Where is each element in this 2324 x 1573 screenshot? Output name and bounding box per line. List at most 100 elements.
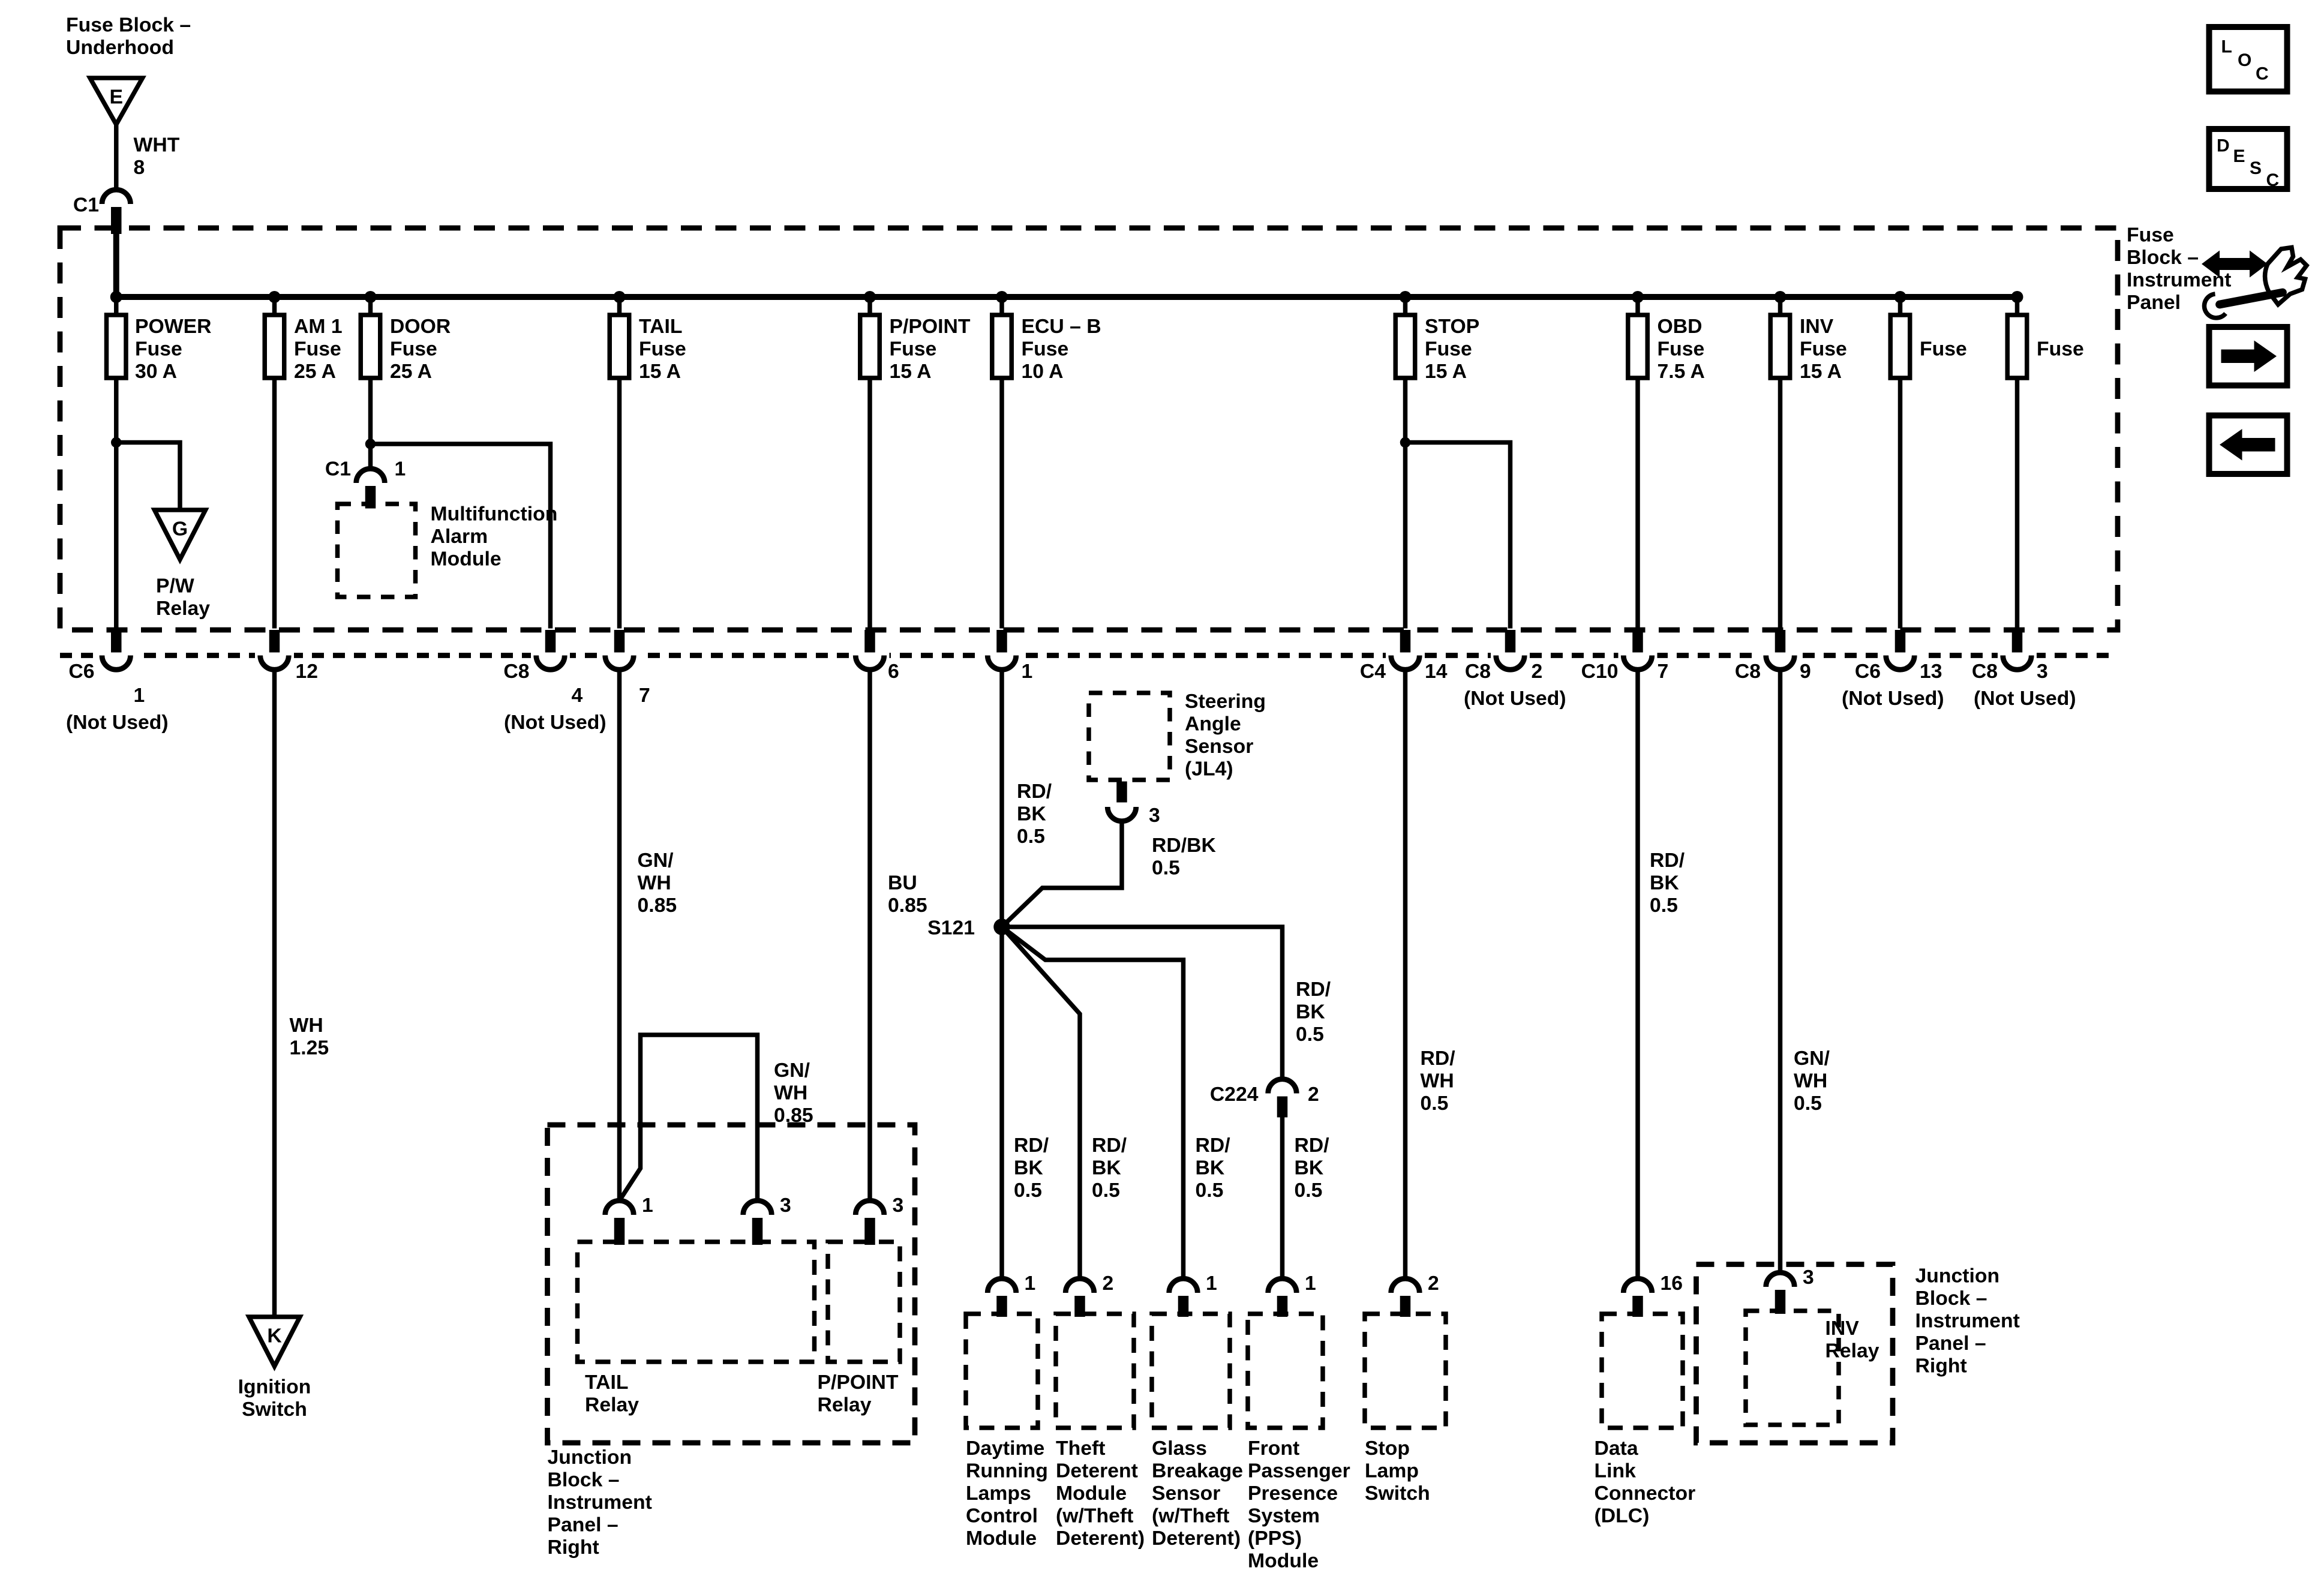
conn-c8-2-name: C8	[1465, 660, 1491, 683]
conn-c4-14-pin: 14	[1425, 660, 1448, 683]
grid-ref-e: E	[109, 86, 123, 109]
conn-c8-9-name: C8	[1735, 660, 1761, 683]
inv-pin: 3	[1803, 1266, 1814, 1289]
desc-letter-c: C	[2266, 170, 2280, 190]
drl-box	[963, 1311, 1040, 1430]
dlc-pin: 16	[1661, 1272, 1683, 1295]
desc-letter-s: S	[2250, 158, 2262, 178]
next-arrow-button[interactable]	[2206, 323, 2290, 389]
pps-box	[1245, 1311, 1325, 1430]
fuse-spare-1	[1888, 313, 1912, 380]
stop-lamp-box	[1362, 1311, 1448, 1430]
loc-letter-c: C	[2256, 64, 2269, 84]
grid-ref-g: G	[172, 517, 188, 540]
conn-c6-1-name: C6	[68, 660, 94, 683]
module-cups	[984, 1275, 1422, 1293]
splice-s121: S121	[927, 916, 1010, 939]
wire-glass-branch	[1000, 925, 1186, 1280]
conn-12-pin: 12	[296, 660, 319, 683]
conn-c10-7-name: C10	[1581, 660, 1619, 683]
s121-label: S121	[927, 916, 975, 939]
glass-box	[1149, 1311, 1232, 1430]
conn-6-pin: 6	[888, 660, 899, 683]
tail-relay-pin3: 3	[780, 1194, 791, 1217]
module-stubs	[996, 1295, 1411, 1317]
theft-pin: 2	[1103, 1272, 1114, 1295]
drl-pin: 1	[1025, 1272, 1036, 1295]
wire-door-branch	[370, 442, 553, 629]
fuse-inv	[1768, 313, 1792, 380]
dlc-cup	[1620, 1275, 1655, 1293]
conn-c4-14-name: C4	[1360, 660, 1386, 683]
connector-cups	[99, 655, 2034, 673]
conn-c8-4-name: C8	[503, 660, 529, 683]
fuse-spare2-label: Fuse	[2037, 338, 2084, 361]
glass-pin: 1	[1206, 1272, 1217, 1295]
conn-c6-1-note: (Not Used)	[66, 711, 169, 734]
c224-cup	[1265, 1076, 1299, 1094]
fuse-am1	[262, 313, 287, 380]
conn-c8-3-name: C8	[1972, 660, 1998, 683]
grid-ref-triangle-e	[86, 76, 146, 130]
connector-c1-cup	[99, 187, 133, 205]
c224-name: C224	[1210, 1083, 1259, 1106]
inv-cup	[1763, 1269, 1797, 1287]
hand-wrench-icon[interactable]	[2202, 245, 2310, 320]
conn-c8-4-pin: 4	[572, 684, 583, 707]
back-arrow-button[interactable]	[2206, 412, 2290, 477]
underhood-title: Fuse Block –Underhood	[66, 13, 191, 59]
power-bus	[113, 233, 2017, 300]
conn-c6-1-pin: 1	[134, 684, 145, 707]
steering-cup	[1104, 806, 1139, 824]
conn-c6-13-name: C6	[1855, 660, 1881, 683]
desc-button[interactable]: D E S C	[2206, 125, 2290, 192]
tail-relay-box	[575, 1239, 817, 1364]
wire-theft-branch	[1000, 925, 1082, 1280]
conn-c8-9-pin: 9	[1800, 660, 1811, 683]
toolbar: L O C D E S C	[2202, 23, 2310, 477]
label-c1-top: C1	[73, 194, 99, 217]
conn-c8-2-pin: 2	[1532, 660, 1543, 683]
conn-c10-7-pin: 7	[1658, 660, 1669, 683]
left-arrow-icon	[2220, 428, 2275, 461]
grid-ref-k: K	[267, 1325, 282, 1347]
desc-letter-e: E	[2233, 146, 2245, 166]
alarm-conn-label: C1	[325, 457, 351, 480]
dlc-box	[1599, 1311, 1685, 1430]
alarm-pin-label: 1	[395, 457, 406, 480]
right-arrow-icon	[2221, 340, 2277, 372]
fuse-block-bottom-connectors: C6 1 (Not Used) 12 C8 4 (Not Used) 7 6 1…	[66, 629, 2076, 734]
alarm-box	[335, 502, 418, 599]
junction-right-box	[1694, 1262, 1896, 1446]
loc-button[interactable]: L O C	[2206, 23, 2290, 95]
